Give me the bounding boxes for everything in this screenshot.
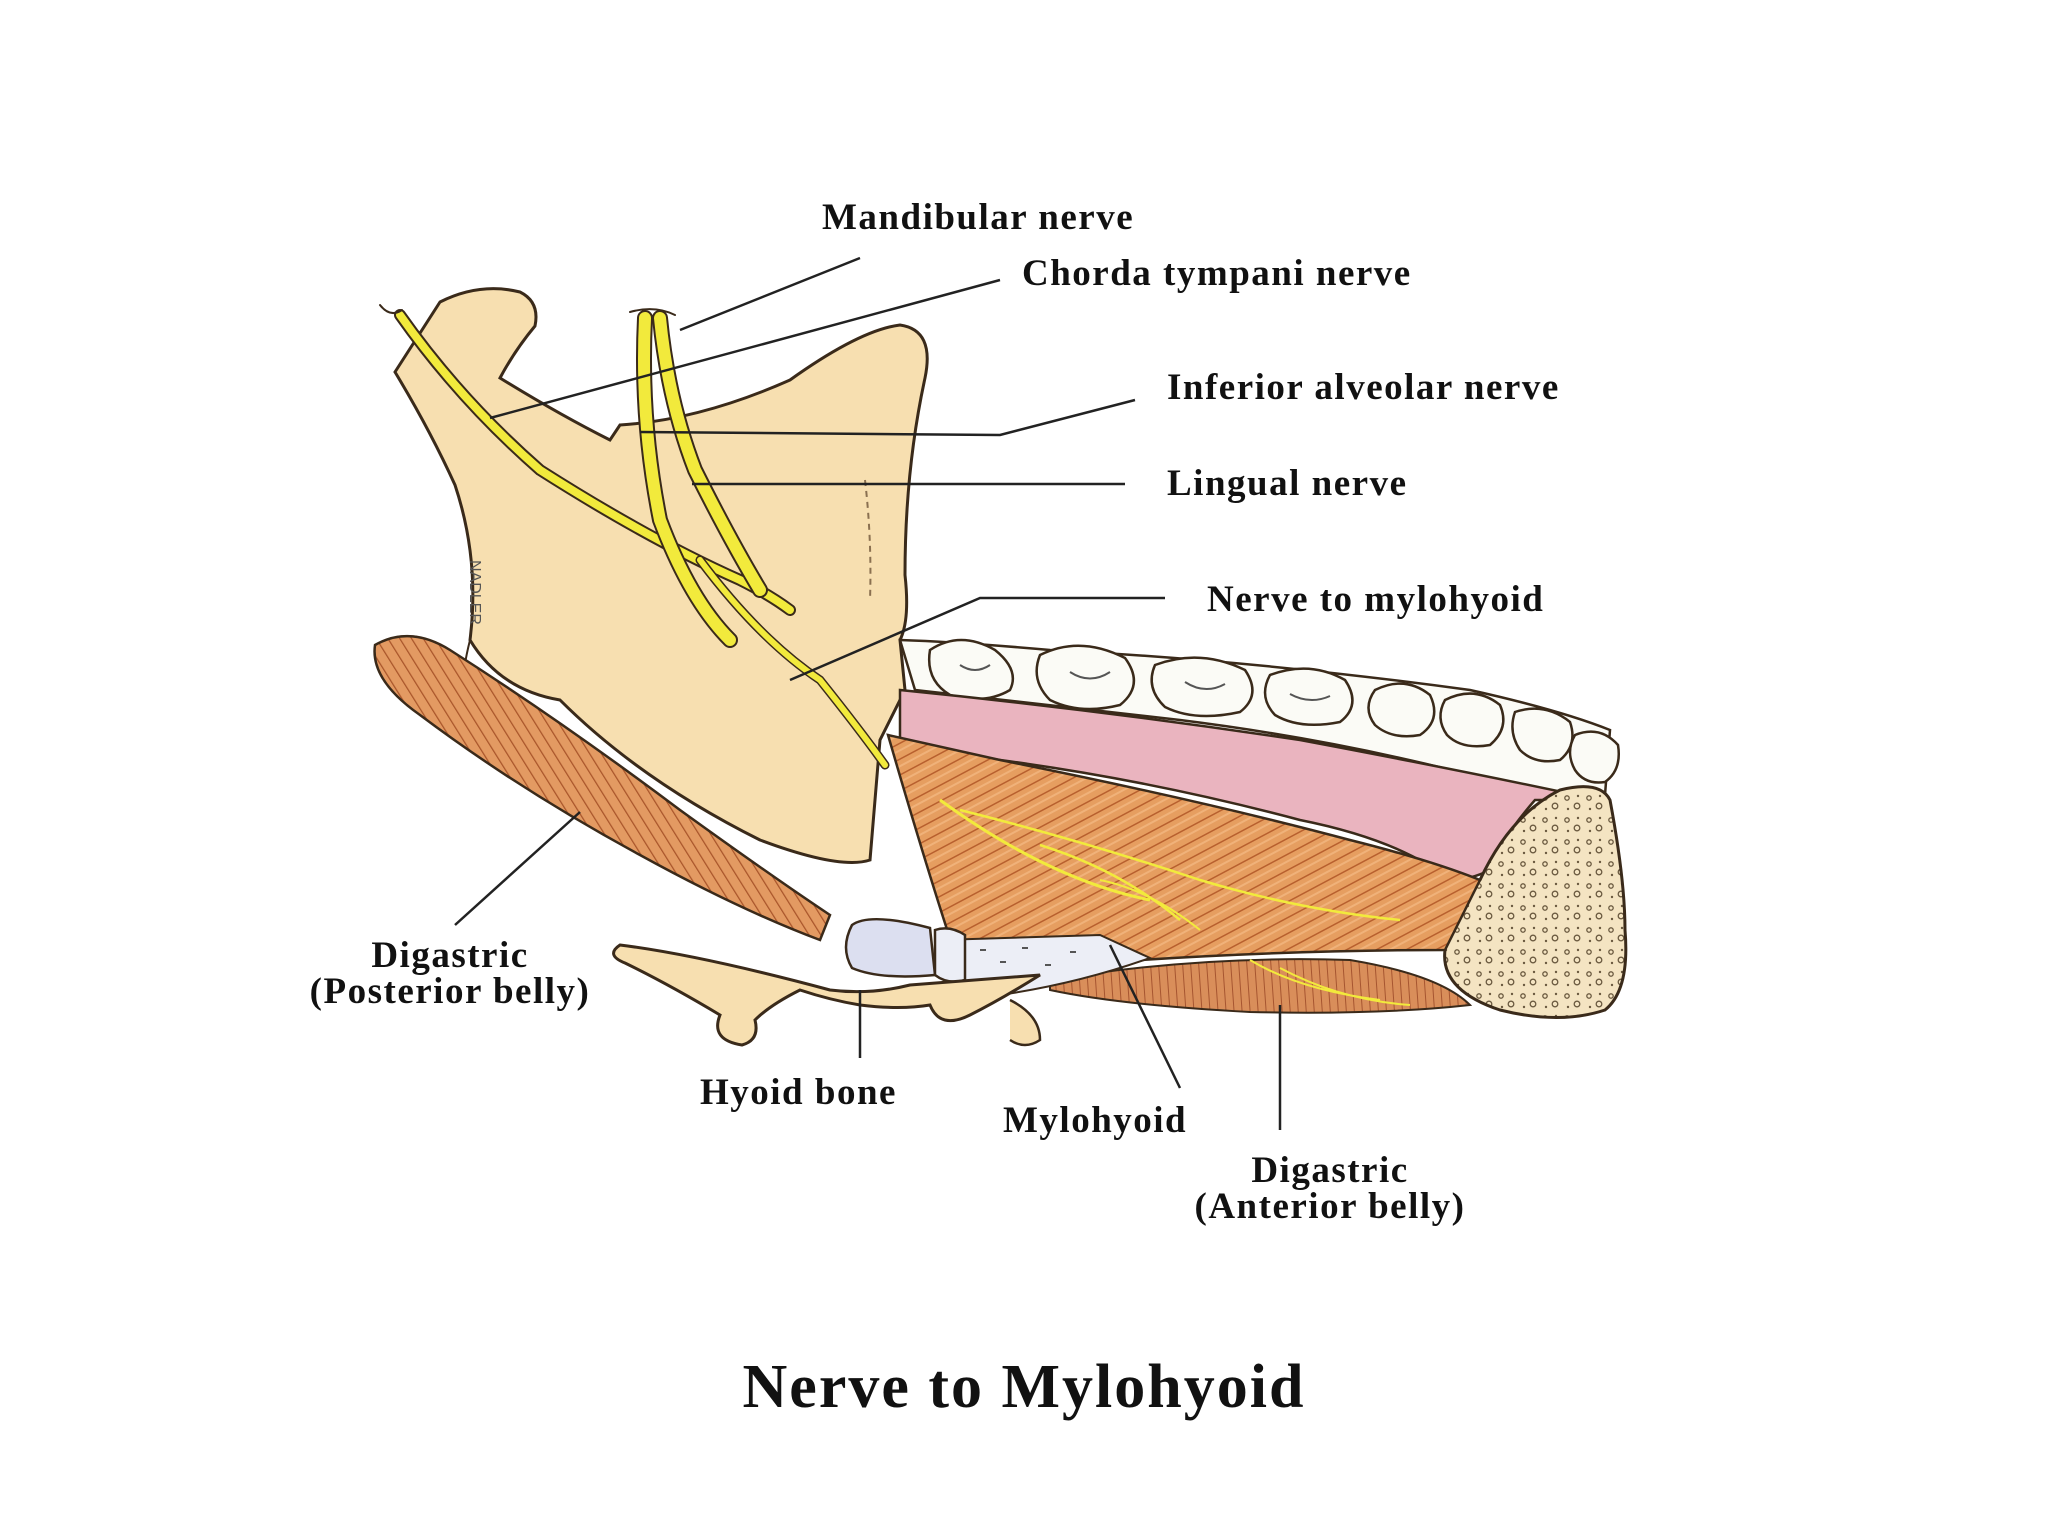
label-digastric-anterior-line2: (Anterior belly) [1194,1186,1466,1227]
hyoid-greater-horn [1009,998,1042,1047]
teeth-row [898,638,1620,802]
label-inferior-alveolar-nerve: Inferior alveolar nerve [1167,367,1560,408]
label-digastric-posterior: Digastric (Posterior belly) [250,935,650,1012]
mandible-cross-section [1443,785,1628,1019]
leader-nerve-to-mylohyoid [789,596,1165,682]
label-digastric-anterior: Digastric (Anterior belly) [1140,1150,1520,1227]
label-lingual-nerve: Lingual nerve [1167,463,1408,504]
leader-inferior-alveolar [639,398,1136,437]
leader-mylohyoid [1108,944,1182,1089]
label-digastric-posterior-line1: Digastric [371,935,529,976]
label-digastric-anterior-line1: Digastric [1251,1150,1409,1191]
label-chorda-tympani-nerve: Chorda tympani nerve [1022,253,1412,294]
label-nerve-to-mylohyoid: Nerve to mylohyoid [1207,579,1545,620]
digastric-posterior-belly [373,634,832,942]
nerves [379,304,890,770]
label-mandibular-nerve: Mandibular nerve [822,197,1135,238]
leader-digastric-posterior [454,811,581,926]
label-mylohyoid: Mylohyoid [1003,1100,1188,1141]
label-digastric-posterior-line2: (Posterior belly) [309,971,591,1012]
nerve-branches [1249,959,1411,1006]
leader-mandibular-nerve [679,256,861,332]
artist-signature: NADLER [466,560,483,625]
label-hyoid-bone: Hyoid bone [700,1072,897,1113]
leader-chorda-tympani [489,278,1001,420]
leader-lines [454,256,1282,1130]
figure-title: Nerve to Mylohyoid [742,1353,1306,1421]
mylohyoid-muscle [886,733,1482,977]
